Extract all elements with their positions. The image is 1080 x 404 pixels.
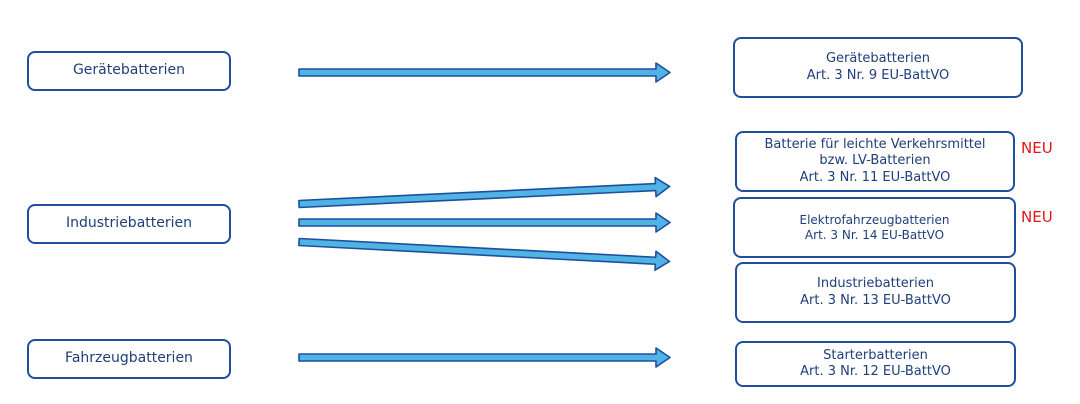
left-box-label: Fahrzeugbatterien (65, 350, 193, 367)
arrow-fahrzeug (298, 347, 671, 368)
right-box-article: Art. 3 Nr. 13 EU-BattVO (800, 292, 951, 308)
right-box-starterbatterien: Starterbatterien Art. 3 Nr. 12 EU-BattVO (735, 341, 1016, 387)
arrow-industrie-to-industrie (298, 237, 671, 272)
arrow-industrie-to-elektro (298, 212, 671, 233)
right-box-article: Art. 3 Nr. 12 EU-BattVO (800, 364, 951, 379)
arrow-geraete (298, 62, 671, 83)
left-box-industriebatterien: Industriebatterien (27, 204, 231, 244)
new-badge-lv: NEU (1021, 139, 1053, 157)
right-box-elektrofahrzeugbatterien: Elektrofahrzeugbatterien Art. 3 Nr. 14 E… (733, 197, 1016, 258)
left-box-geraetebatterien: Gerätebatterien (27, 51, 231, 91)
right-box-title: Batterie für leichte Verkehrsmittel (764, 137, 986, 153)
left-box-label: Industriebatterien (66, 215, 192, 232)
right-box-lv-batterien: Batterie für leichte Verkehrsmittel bzw.… (735, 131, 1015, 192)
right-box-article: Art. 3 Nr. 11 EU-BattVO (799, 169, 951, 185)
right-box-geraetebatterien: Gerätebatterien Art. 3 Nr. 9 EU-BattVO (733, 37, 1023, 98)
right-box-article: Art. 3 Nr. 9 EU-BattVO (806, 67, 950, 83)
right-box-industriebatterien: Industriebatterien Art. 3 Nr. 13 EU-Batt… (735, 262, 1016, 323)
right-box-article: Art. 3 Nr. 14 EU-BattVO (804, 227, 945, 242)
right-box-subtitle: bzw. LV-Batterien (819, 153, 931, 169)
right-box-title: Starterbatterien (823, 347, 928, 363)
right-box-title: Gerätebatterien (825, 51, 931, 67)
arrow-industrie-to-lv (298, 176, 671, 209)
left-box-label: Gerätebatterien (72, 62, 186, 79)
left-box-fahrzeugbatterien: Fahrzeugbatterien (27, 339, 231, 379)
right-box-title: Industriebatterien (817, 276, 934, 292)
new-badge-elektro: NEU (1021, 208, 1053, 226)
right-box-title: Elektrofahrzeugbatterien (799, 212, 950, 227)
